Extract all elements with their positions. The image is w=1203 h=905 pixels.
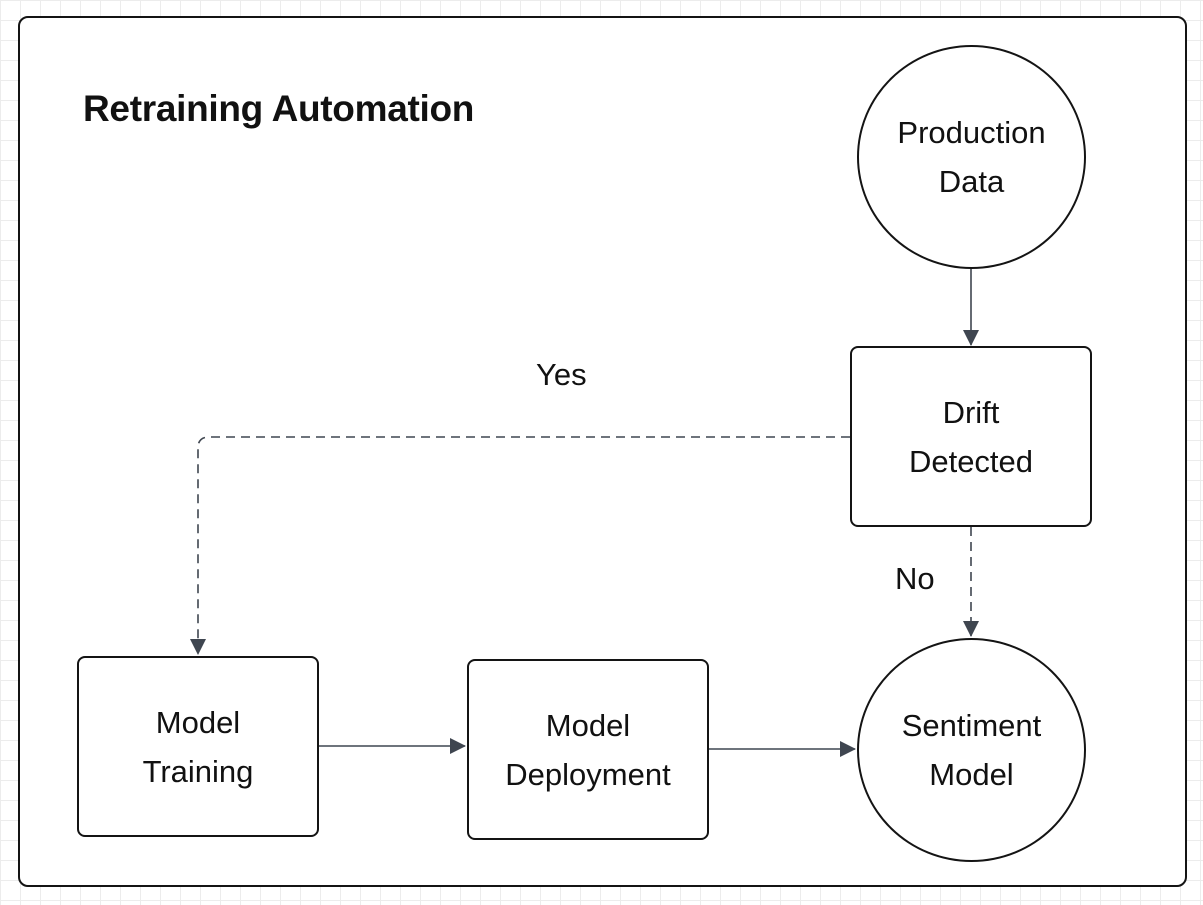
node-production-data-label: Production Data	[897, 115, 1046, 199]
node-model-training: Model Training	[77, 656, 319, 837]
diagram-title: Retraining Automation	[83, 88, 475, 129]
node-sentiment-model-label: Sentiment Model	[901, 708, 1042, 792]
node-drift-detected-label: Drift Detected	[908, 394, 1034, 479]
edge-label-no: No	[895, 561, 935, 596]
edge-label-yes: Yes	[536, 357, 587, 392]
node-model-deployment-label: Model Deployment	[505, 707, 671, 792]
node-model-training-label: Model Training	[142, 704, 254, 789]
node-production-data: Production Data	[857, 45, 1086, 269]
node-sentiment-model: Sentiment Model	[857, 638, 1086, 862]
edge-drift-to-training-yes	[190, 436, 850, 655]
node-model-deployment: Model Deployment	[467, 659, 709, 840]
node-drift-detected: Drift Detected	[850, 346, 1092, 527]
